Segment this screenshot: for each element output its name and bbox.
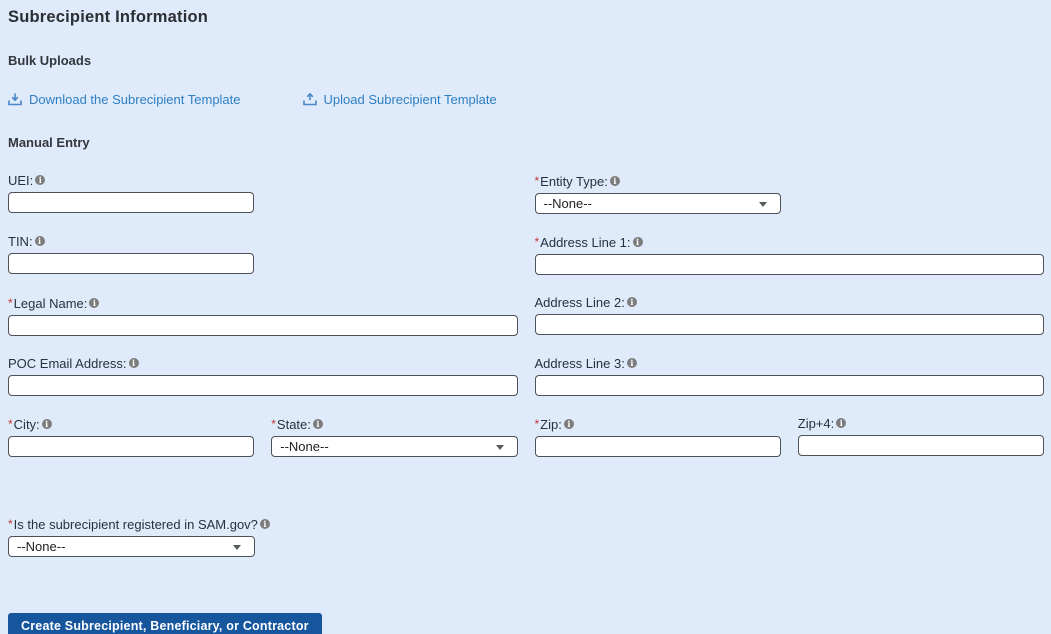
- info-icon[interactable]: [312, 419, 323, 429]
- field-entity-type: *Entity Type: --None--: [534, 173, 781, 214]
- info-icon[interactable]: [89, 298, 100, 308]
- sam-registered-select[interactable]: --None--: [8, 536, 255, 557]
- required-marker: *: [534, 174, 540, 188]
- legal-name-input[interactable]: [8, 315, 518, 336]
- info-icon[interactable]: [563, 419, 574, 429]
- tin-input[interactable]: [8, 253, 255, 274]
- info-icon[interactable]: [34, 236, 45, 246]
- field-state: *State: --None--: [271, 416, 518, 457]
- state-select[interactable]: --None--: [271, 436, 518, 457]
- info-icon[interactable]: [632, 237, 643, 247]
- info-icon[interactable]: [259, 519, 270, 529]
- field-poc-email: *POC Email Address:: [8, 356, 518, 396]
- address-line-2-label: *Address Line 2:: [535, 295, 1045, 311]
- create-subrecipient-button[interactable]: Create Subrecipient, Beneficiary, or Con…: [8, 613, 322, 634]
- bulk-links-row: Download the Subrecipient Template Uploa…: [8, 92, 1044, 107]
- field-address-line-3: *Address Line 3:: [534, 356, 1045, 396]
- info-icon[interactable]: [836, 418, 847, 428]
- info-icon[interactable]: [35, 175, 46, 185]
- upload-template-label: Upload Subrecipient Template: [323, 92, 497, 107]
- poc-email-input[interactable]: [8, 375, 518, 396]
- dropdown-arrow-icon: [758, 202, 767, 207]
- field-tin: *TIN:: [8, 234, 255, 275]
- info-icon[interactable]: [626, 297, 637, 307]
- address-line-3-input[interactable]: [534, 375, 1044, 396]
- required-marker: *: [8, 517, 13, 531]
- field-sam-registered: *Is the subrecipient registered in SAM.g…: [8, 516, 270, 557]
- entity-type-select[interactable]: --None--: [534, 193, 781, 214]
- manual-entry-form: *UEI: *Entity Type: --None-- *TIN: *Addr…: [8, 173, 1044, 457]
- legal-name-label: *Legal Name:: [8, 295, 518, 312]
- field-city: *City:: [8, 416, 255, 457]
- zip-input[interactable]: [534, 436, 781, 457]
- required-marker: *: [8, 296, 13, 310]
- field-address-line-2: *Address Line 2:: [534, 295, 1045, 336]
- entity-type-label: *Entity Type:: [535, 173, 781, 190]
- required-marker: *: [8, 417, 13, 431]
- uei-input[interactable]: [8, 192, 255, 213]
- city-label: *City:: [8, 416, 254, 433]
- page-title: Subrecipient Information: [8, 8, 209, 26]
- manual-entry-heading: Manual Entry: [8, 135, 90, 150]
- bulk-uploads-heading: Bulk Uploads: [8, 53, 92, 68]
- entity-type-selected-value: --None--: [543, 196, 592, 211]
- tin-label: *TIN:: [8, 234, 254, 250]
- field-legal-name: *Legal Name:: [8, 295, 518, 336]
- state-label: *State:: [271, 416, 517, 433]
- zip4-input[interactable]: [797, 435, 1044, 456]
- info-icon[interactable]: [128, 358, 139, 368]
- upload-icon: [302, 93, 317, 106]
- required-marker: *: [271, 417, 276, 431]
- address-line-1-input[interactable]: [534, 254, 1044, 275]
- upload-template-link[interactable]: Upload Subrecipient Template: [302, 92, 497, 107]
- field-uei: *UEI:: [8, 173, 255, 214]
- info-icon[interactable]: [626, 358, 637, 368]
- zip-label: *Zip:: [535, 416, 781, 433]
- city-input[interactable]: [8, 436, 255, 457]
- dropdown-arrow-icon: [233, 545, 241, 550]
- state-selected-value: --None--: [280, 439, 329, 454]
- sam-selected-value: --None--: [17, 539, 66, 554]
- dropdown-arrow-icon: [495, 445, 504, 450]
- required-marker: *: [534, 417, 540, 431]
- required-marker: *: [534, 235, 540, 249]
- field-address-line-1: *Address Line 1:: [534, 234, 1045, 275]
- zip4-label: *Zip+4:: [798, 416, 1044, 432]
- download-template-link[interactable]: Download the Subrecipient Template: [8, 92, 241, 107]
- uei-label: *UEI:: [8, 173, 254, 189]
- info-icon[interactable]: [609, 176, 620, 186]
- field-zip4: *Zip+4:: [797, 416, 1044, 457]
- field-zip: *Zip:: [534, 416, 781, 457]
- sam-registered-label: *Is the subrecipient registered in SAM.g…: [8, 516, 270, 533]
- info-icon[interactable]: [41, 419, 52, 429]
- address-line-2-input[interactable]: [534, 314, 1044, 335]
- download-icon: [8, 93, 22, 106]
- poc-email-label: *POC Email Address:: [8, 356, 518, 372]
- address-line-3-label: *Address Line 3:: [535, 356, 1045, 372]
- download-template-label: Download the Subrecipient Template: [29, 92, 241, 107]
- address-line-1-label: *Address Line 1:: [535, 234, 1045, 251]
